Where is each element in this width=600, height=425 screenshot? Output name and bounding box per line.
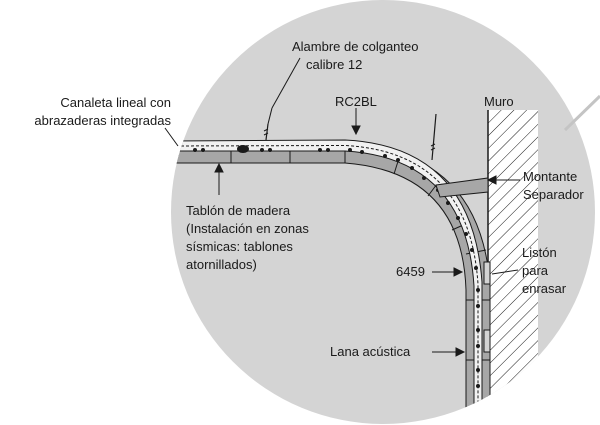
plank-label-line3: sísmicas: tablones — [186, 239, 293, 254]
acoustic-wool-line — [171, 144, 479, 424]
hanger-wire-1 — [265, 123, 269, 141]
furring-strip — [483, 261, 491, 285]
plank-label-line4: atornillados) — [186, 257, 257, 272]
channel-label-line1: Canaleta lineal con — [60, 95, 171, 110]
hanger-wire-label-line1: Alambre de colganteo — [292, 39, 418, 54]
stud-label-line1: Montante — [523, 169, 577, 184]
linear-channel — [171, 139, 483, 424]
wire-twists — [263, 128, 436, 151]
part-6459-label: 6459 — [396, 264, 425, 279]
channel-coupling — [237, 145, 249, 153]
hanger-wire-2 — [431, 113, 437, 161]
channel-label-line2: abrazaderas integradas — [34, 113, 171, 128]
wall-label: Muro — [484, 94, 514, 109]
furring-label-line2: para — [522, 263, 549, 278]
stud-label-line2: Separador — [523, 187, 584, 202]
hanger-wire-label-line2: calibre 12 — [306, 57, 362, 72]
plank-label-line1: Tablón de madera — [186, 203, 291, 218]
furring-label-line1: Listón — [522, 245, 557, 260]
rc2bl-label: RC2BL — [335, 94, 377, 109]
stud-spacer — [435, 177, 489, 198]
acoustic-wool-label: Lana acústica — [330, 344, 411, 359]
plank-label-line2: (Instalación en zonas — [186, 221, 309, 236]
furring-label-line3: enrasar — [522, 281, 567, 296]
zoom-line — [563, 94, 600, 132]
leader-lines — [164, 57, 520, 357]
furring-strip-lower — [483, 329, 491, 353]
